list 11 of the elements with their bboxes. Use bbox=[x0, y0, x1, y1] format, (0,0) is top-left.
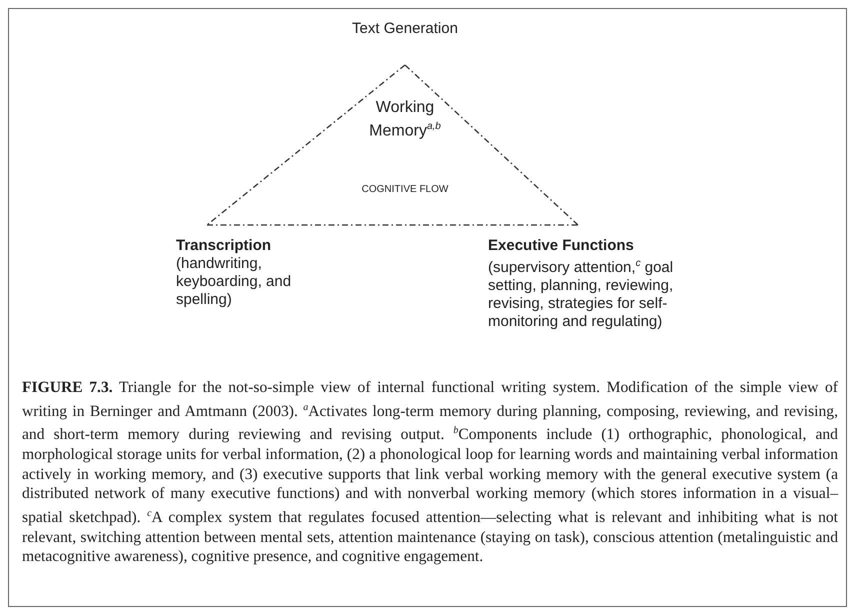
node-description: (supervisory attention,$^{c}$ goal setting, planning, reviewing, revising, strategies for self-monitoring and regulating) bbox=[488, 257, 674, 331]
dash-dot-line bbox=[404, 64, 578, 226]
node-description: Text Generation bbox=[351, 20, 459, 38]
flow-label: COGNITIVE FLOW bbox=[360, 183, 450, 196]
center-label: Working Memory$^{a,b}$ bbox=[368, 98, 442, 140]
dash-dot-line bbox=[207, 224, 578, 226]
node-heading: Transcription bbox=[176, 237, 272, 255]
figure-caption: FIGURE 7.3. Triangle for the not-so-simple view of internal functional writing system. Modification of the simple view of writing in Berninger and Amtmann (2003). $^{a}$Activates long-term memory during planning, composing, reviewing, and revising, and short-term memory during reviewing and revising output. $^{b}$Components include (1) orthographic, phonological, and morphological storage units for verbal information, (2) a phonological loop for learning words and maintaining verbal information actively in working memory, and (3) executive supports that link verbal working memory with the general executive system (a distributed network of many executive functions) and with nonverbal working memory (which stores information in a visual–spatial sketchpad). $^{c}$A complex system that regulates focused attention—selecting what is relevant and inhibiting what is not relevant, switching attention between mental sets, attention maintenance (staying on task), conscious attention (metalinguistic and metacognitive awareness), cognitive presence, and cognitive engagement. bbox=[22, 378, 838, 567]
dash-dot-line bbox=[206, 64, 406, 226]
node-heading: Executive Functions bbox=[488, 237, 635, 255]
node-description: (handwriting, keyboarding, and spelling) bbox=[176, 255, 292, 309]
